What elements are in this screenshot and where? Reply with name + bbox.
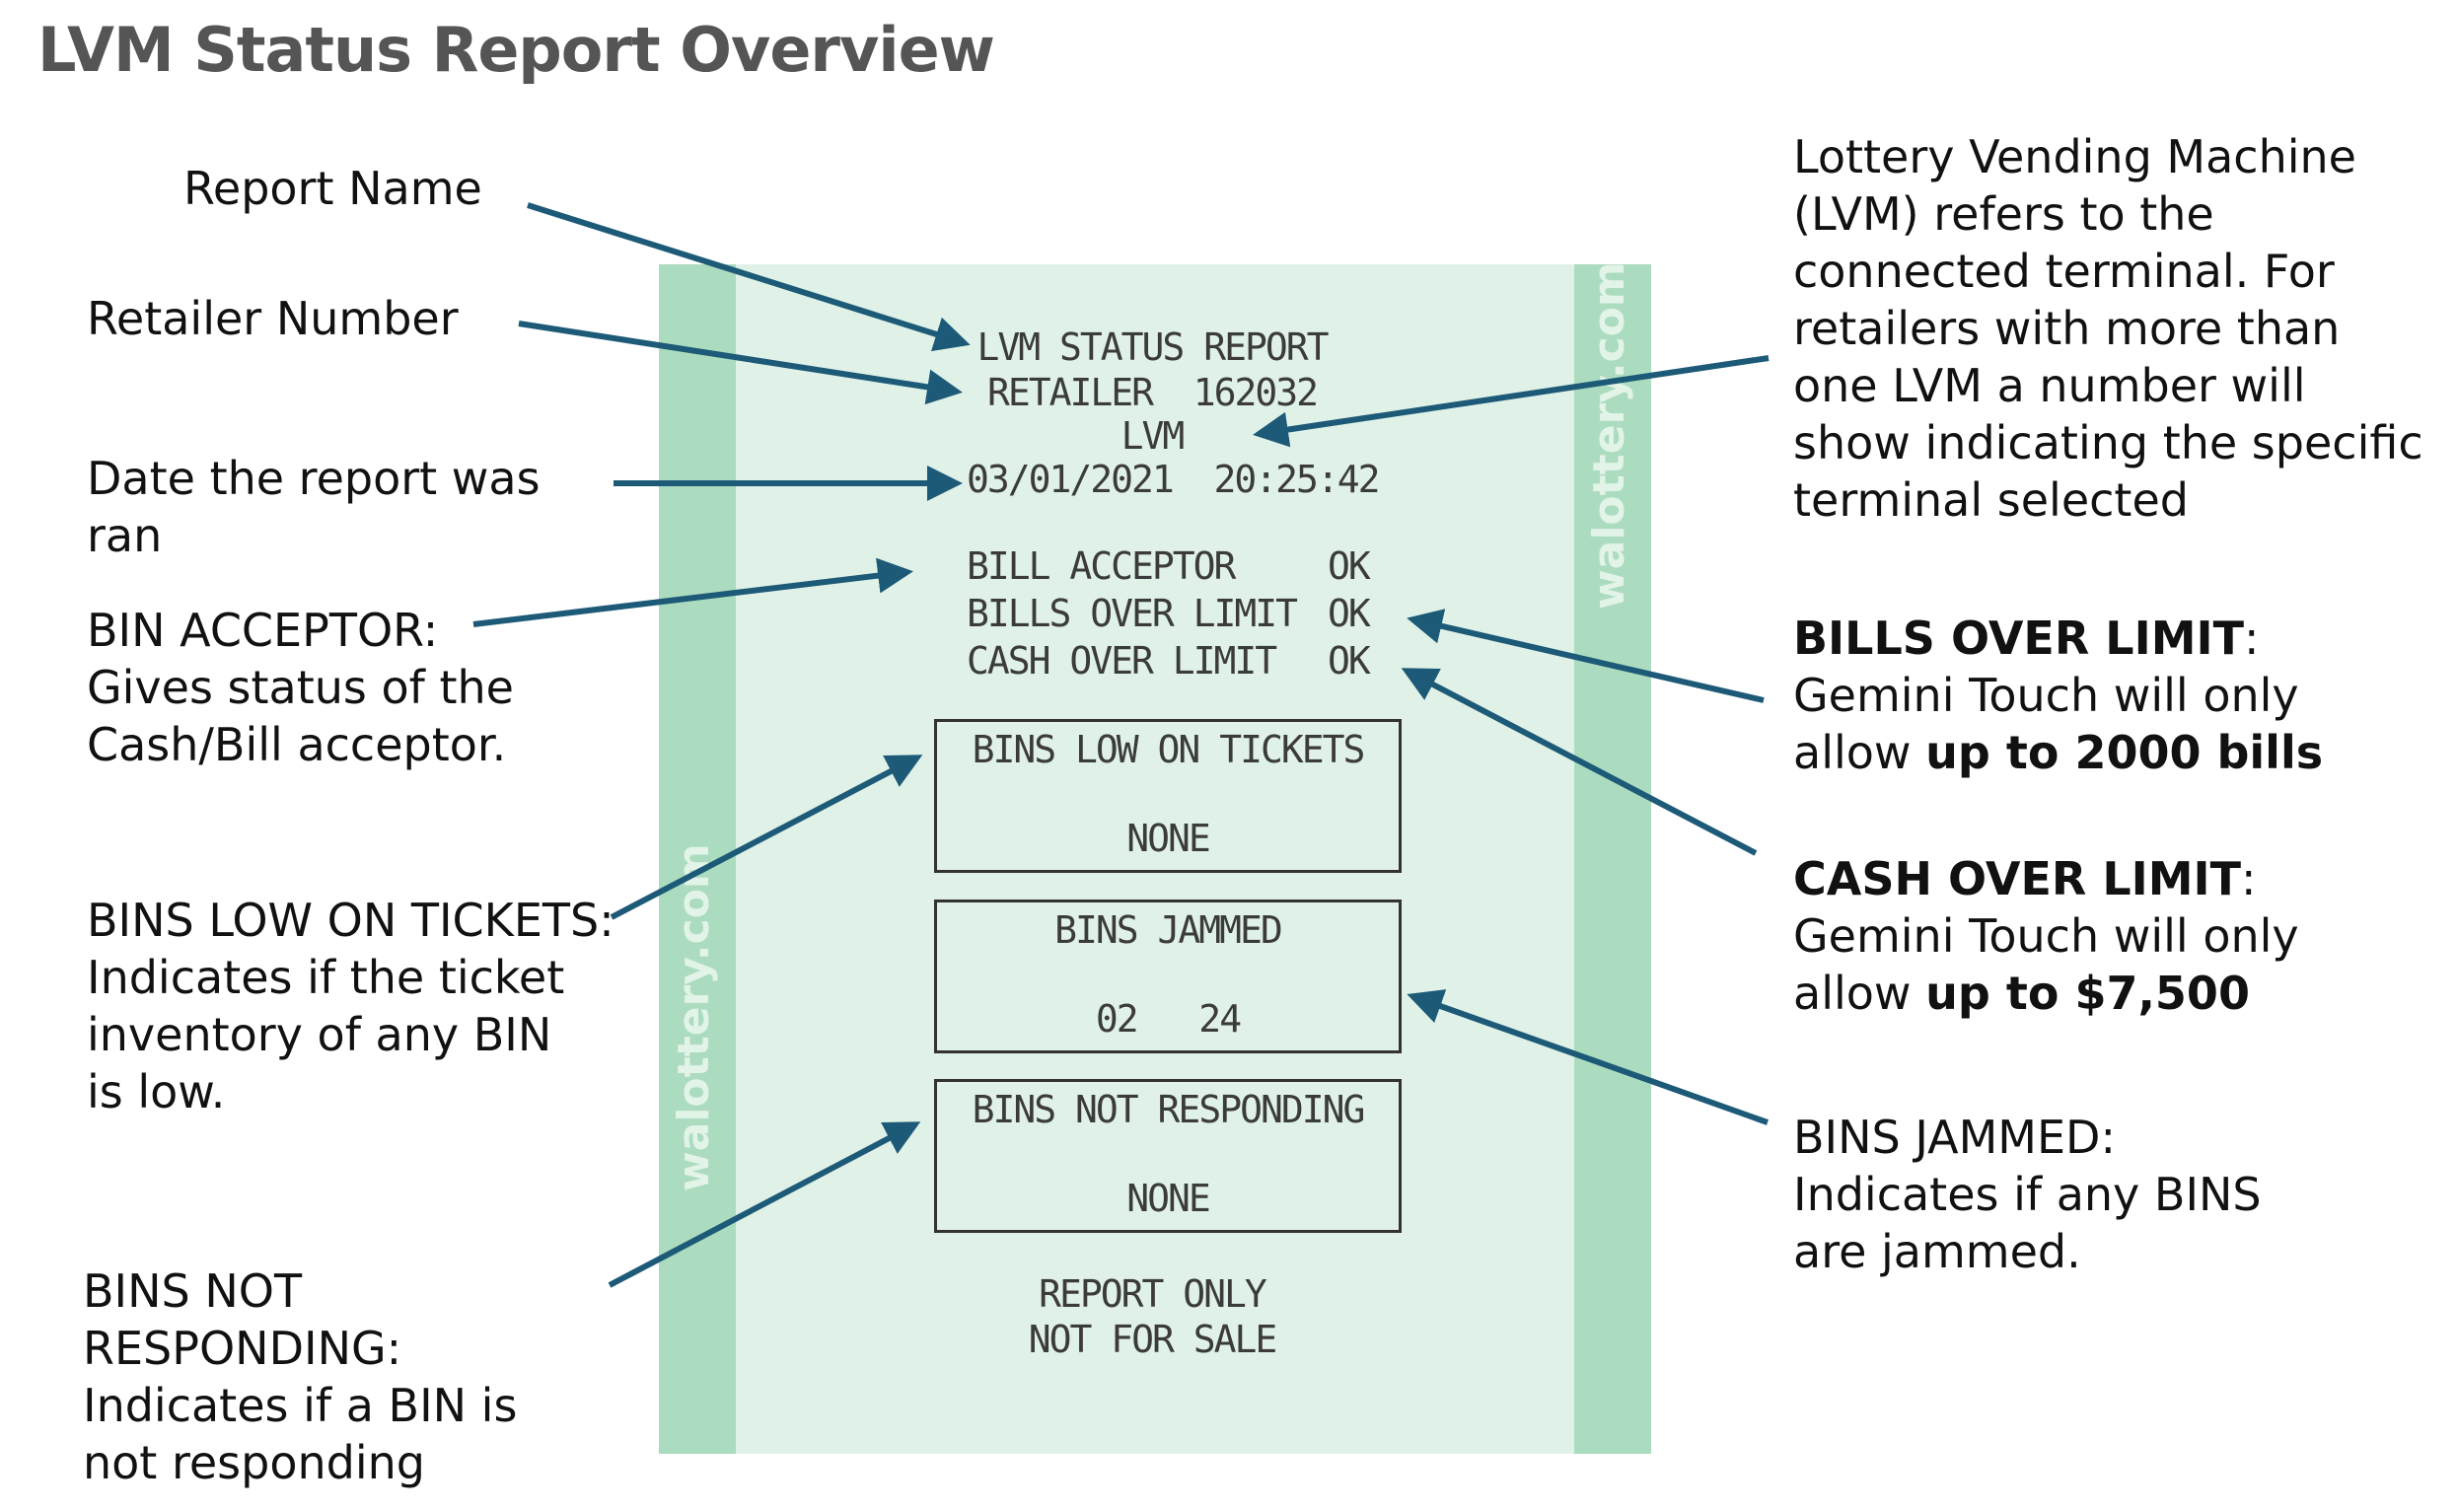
label-bin-acceptor-head: BIN ACCEPTOR: [87, 604, 439, 657]
ticket-report-name: LVM STATUS REPORT [976, 325, 1330, 369]
bins-not-responding-box: BINS NOT RESPONDING NONE [934, 1079, 1402, 1233]
ticket-status-value: OK [1328, 639, 1371, 683]
ticket-footer-line2: NOT FOR SALE [1028, 1318, 1278, 1361]
ticket-status-label: BILLS OVER LIMIT [967, 592, 1298, 635]
label-bills-over-head: BILLS OVER LIMIT [1793, 612, 2244, 665]
label-bins-jammed-body: Indicates if any BINS are jammed. [1793, 1168, 2262, 1278]
ticket-footer-line1: REPORT ONLY [1039, 1272, 1267, 1316]
bins-not-responding-value: NONE [1126, 1177, 1211, 1220]
arrow-bin-acceptor [472, 557, 913, 627]
label-cash-over-limit: CASH OVER LIMIT:Gemini Touch will only a… [1793, 852, 2299, 1020]
ticket-status-label: BILL ACCEPTOR [967, 544, 1236, 588]
arrow-bins-not-responding [608, 1121, 921, 1288]
label-bills-over-body: : Gemini Touch will only allow [1793, 612, 2299, 779]
ticket-retailer: RETAILER 162032 [986, 371, 1319, 414]
ticket-status-value: OK [1328, 592, 1371, 635]
label-bills-over-limit: BILLS OVER LIMIT: Gemini Touch will only… [1793, 610, 2405, 781]
arrow-cash-over-limit [1401, 668, 1758, 856]
label-bins-jammed-head: BINS JAMMED: [1793, 1111, 2116, 1164]
label-bins-jammed: BINS JAMMED: Indicates if any BINS are j… [1793, 1109, 2346, 1280]
label-bins-not-responding-head: BINS NOT RESPONDING: [83, 1264, 402, 1375]
label-lvm-description: Lottery Vending Machine (LVM) refers to … [1793, 130, 2423, 527]
bins-jammed-heading: BINS JAMMED [1054, 908, 1283, 952]
label-bin-acceptor: BIN ACCEPTOR: Gives status of the Cash/B… [87, 602, 580, 773]
bins-jammed-value: 02 24 [1095, 997, 1242, 1041]
label-bins-not-responding-body: Indicates if a BIN is not responding [83, 1379, 518, 1489]
label-cash-over-bold: up to $7,500 [1925, 967, 2250, 1020]
bins-jammed-box: BINS JAMMED 02 24 [934, 900, 1402, 1053]
ticket-lvm: LVM [1120, 414, 1186, 458]
bins-low-box: BINS LOW ON TICKETS NONE [934, 719, 1402, 873]
label-report-name: Report Name [183, 162, 482, 215]
arrow-bins-low [610, 755, 923, 920]
ticket-datetime: 03/01/2021 20:25:42 [967, 458, 1381, 501]
arrow-retailer-number [518, 321, 963, 405]
label-bins-low: BINS LOW ON TICKETS: Indicates if the ti… [87, 892, 639, 1120]
lvm-status-ticket: walottery.com walottery.com LVM STATUS R… [659, 261, 1651, 1454]
label-bills-over-bold: up to 2000 bills [1925, 726, 2324, 779]
label-bin-acceptor-body: Gives status of the Cash/Bill acceptor. [87, 661, 514, 771]
arrow-report-name [527, 202, 971, 352]
label-cash-over-head: CASH OVER LIMIT [1793, 852, 2242, 905]
page-title: LVM Status Report Overview [37, 14, 995, 86]
label-bins-low-body: Indicates if the ticket inventory of any… [87, 951, 565, 1118]
ticket-right-stripe [1574, 264, 1651, 1454]
arrow-bins-jammed [1407, 989, 1770, 1125]
label-date-ran: Date the report was ran [87, 452, 541, 562]
label-bins-low-head: BINS LOW ON TICKETS: [87, 894, 614, 947]
ticket-status-label: CASH OVER LIMIT [967, 639, 1277, 683]
ticket-status-value: OK [1328, 544, 1371, 588]
label-cash-over-body: Gemini Touch will only allow [1793, 909, 2299, 1020]
bins-low-heading: BINS LOW ON TICKETS [972, 728, 1366, 771]
label-bins-not-responding: BINS NOT RESPONDING: Indicates if a BIN … [83, 1262, 576, 1491]
label-retailer-number: Retailer Number [87, 292, 459, 345]
arrow-lvm [1253, 355, 1770, 448]
bins-low-value: NONE [1126, 817, 1211, 860]
arrow-bills-over-limit [1407, 609, 1765, 703]
bins-not-responding-heading: BINS NOT RESPONDING [972, 1088, 1366, 1131]
